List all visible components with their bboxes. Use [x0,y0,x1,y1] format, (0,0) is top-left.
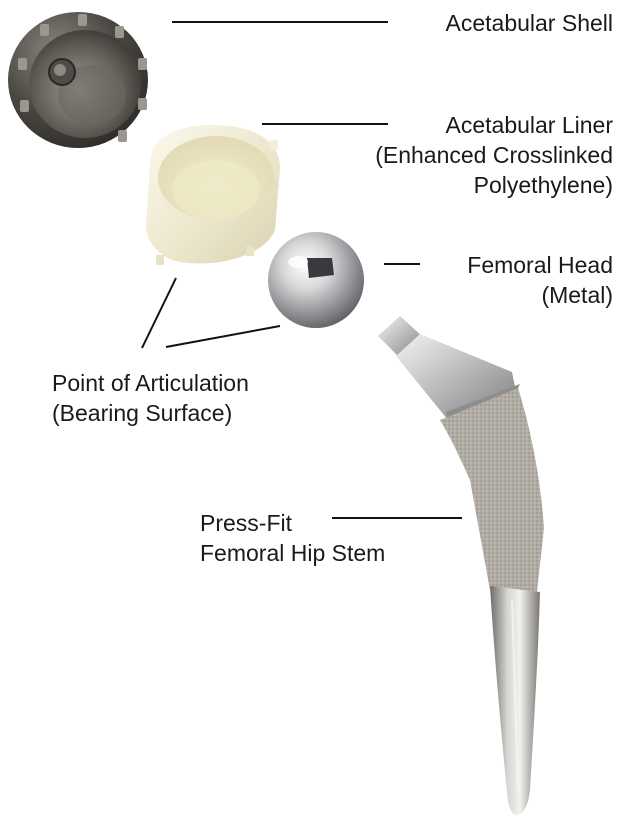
leader-bearing-b [166,326,280,347]
acetabular-shell [8,12,148,148]
acetabular-liner [146,125,280,265]
label-acetabular-liner: Acetabular Liner (Enhanced Crosslinked P… [375,110,613,200]
label-femoral-head: Femoral Head (Metal) [467,250,613,310]
leader-bearing-a [142,278,176,348]
label-femoral-hip-stem: Press-Fit Femoral Hip Stem [200,508,385,568]
label-point-of-articulation: Point of Articulation (Bearing Surface) [52,368,249,428]
femoral-stem [378,316,544,815]
label-acetabular-shell: Acetabular Shell [446,8,614,38]
femoral-head [268,232,364,328]
